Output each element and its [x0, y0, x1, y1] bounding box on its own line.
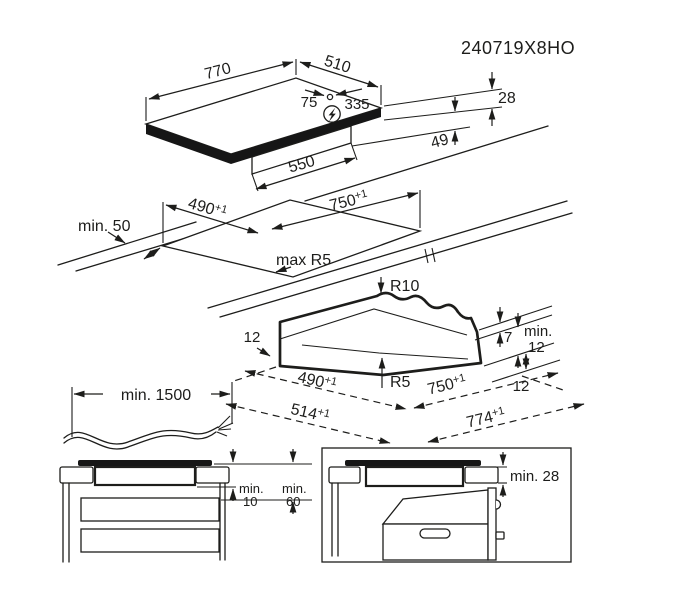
extension-line	[350, 142, 358, 161]
drawer	[80, 497, 220, 522]
worktop-edge-line	[304, 125, 549, 202]
extension-line	[351, 126, 471, 147]
dim-min-60-value: 60	[286, 494, 300, 509]
leader-arrow	[275, 265, 292, 273]
extension-line	[474, 314, 553, 341]
dimension-line-750-dashed	[413, 372, 559, 409]
worktop-section-right	[195, 466, 230, 484]
worktop-section-right	[464, 466, 499, 484]
hob-glass-edge	[146, 108, 381, 164]
extension-line-dashed	[521, 375, 567, 392]
dim-75: 75	[301, 94, 318, 111]
gap-arrow	[143, 247, 161, 260]
trim-inner-edge	[301, 344, 469, 360]
cable-wavy-line	[63, 431, 217, 450]
hob-isometric-view: 770 510 75 335 28 49 550	[143, 53, 516, 192]
trim-profile	[278, 291, 483, 377]
power-connection-icon	[323, 105, 341, 123]
drawer-cabinet-figure: min. 10 min. 60	[59, 449, 312, 563]
hob-glass-section	[78, 460, 212, 466]
dimension-line-490-dashed	[244, 370, 407, 410]
model-number: 240719X8HO	[461, 38, 575, 58]
dimension-arrow-75	[304, 89, 325, 97]
leader-arrow	[256, 347, 271, 357]
hob-body-section	[364, 465, 465, 488]
worktop-section-left	[328, 466, 361, 484]
worktop-edge-line	[207, 200, 568, 309]
break-mark	[431, 247, 436, 263]
dim-12-left: 12	[244, 329, 261, 346]
oven-cabinet-figure: min. 28	[321, 447, 572, 563]
dim-335: 335	[344, 96, 369, 113]
break-mark	[424, 248, 429, 264]
dimension-arrow-335	[335, 88, 363, 96]
extension-line-dashed	[233, 366, 277, 382]
hob-body-section	[93, 465, 197, 487]
worktop-edge-line	[219, 212, 573, 318]
extension-line	[383, 106, 503, 121]
dim-490-dashed: 490+1	[296, 368, 338, 394]
worktop-cutout-view: min. 50 490+1 750+1 max R5	[57, 125, 573, 318]
cable-wavy-line	[63, 426, 219, 445]
dim-510: 510	[322, 53, 353, 77]
dim-r5: R5	[390, 374, 411, 391]
dim-490: 490+1	[186, 194, 229, 222]
leader-arrow	[107, 231, 126, 244]
dim-min-10-label: min.	[239, 481, 264, 496]
oven-handle	[419, 528, 451, 539]
dim-min-28: min. 28	[510, 468, 559, 485]
dim-49: 49	[429, 131, 451, 152]
worktop-edge-line	[75, 236, 190, 272]
dim-12-right: 12	[513, 378, 530, 395]
oven-side-panel	[487, 487, 497, 561]
dimension-line-770	[148, 61, 294, 100]
dim-r10: R10	[390, 278, 419, 295]
dim-28: 28	[498, 90, 516, 107]
dim-min-12-label: min.	[524, 323, 552, 340]
oven-knob	[495, 499, 502, 510]
cable-wire-ends	[216, 415, 234, 437]
edge-trim-detail: R10 R5 12 7 min. 12 12 490+1 750+1 514+1	[225, 277, 585, 444]
cable-entry-point	[326, 93, 334, 101]
extension-line	[483, 342, 555, 367]
dim-774-dashed: 774+1	[465, 405, 507, 432]
dim-7: 7	[504, 329, 512, 346]
dim-min-10-value: 10	[243, 494, 257, 509]
dim-750: 750+1	[328, 188, 370, 215]
dim-max-r5: max R5	[276, 252, 331, 269]
dim-min-12-value: 12	[528, 339, 545, 356]
trim-inner-edge	[279, 308, 468, 340]
dimension-line-774-dashed	[427, 403, 585, 443]
dimension-line-514-dashed	[225, 403, 391, 444]
dimension-line-550	[255, 157, 356, 190]
dim-750-dashed: 750+1	[426, 372, 468, 399]
dim-770: 770	[203, 60, 233, 83]
power-cable-figure: min. 1500	[63, 382, 234, 450]
dimension-line-510	[299, 61, 379, 88]
dim-min-50: min. 50	[78, 218, 131, 235]
dim-514-dashed: 514+1	[289, 400, 331, 426]
dimension-line-750	[271, 192, 419, 230]
dim-min-60-label: min.	[282, 481, 307, 496]
dim-min-1500: min. 1500	[121, 387, 191, 404]
drawer	[80, 528, 220, 553]
worktop-section-left	[59, 466, 94, 484]
dimension-line-490	[165, 204, 259, 234]
hob-glass-section	[345, 460, 481, 466]
dim-550: 550	[287, 153, 317, 177]
oven-knob-small	[495, 531, 505, 540]
extension-line	[383, 88, 503, 107]
